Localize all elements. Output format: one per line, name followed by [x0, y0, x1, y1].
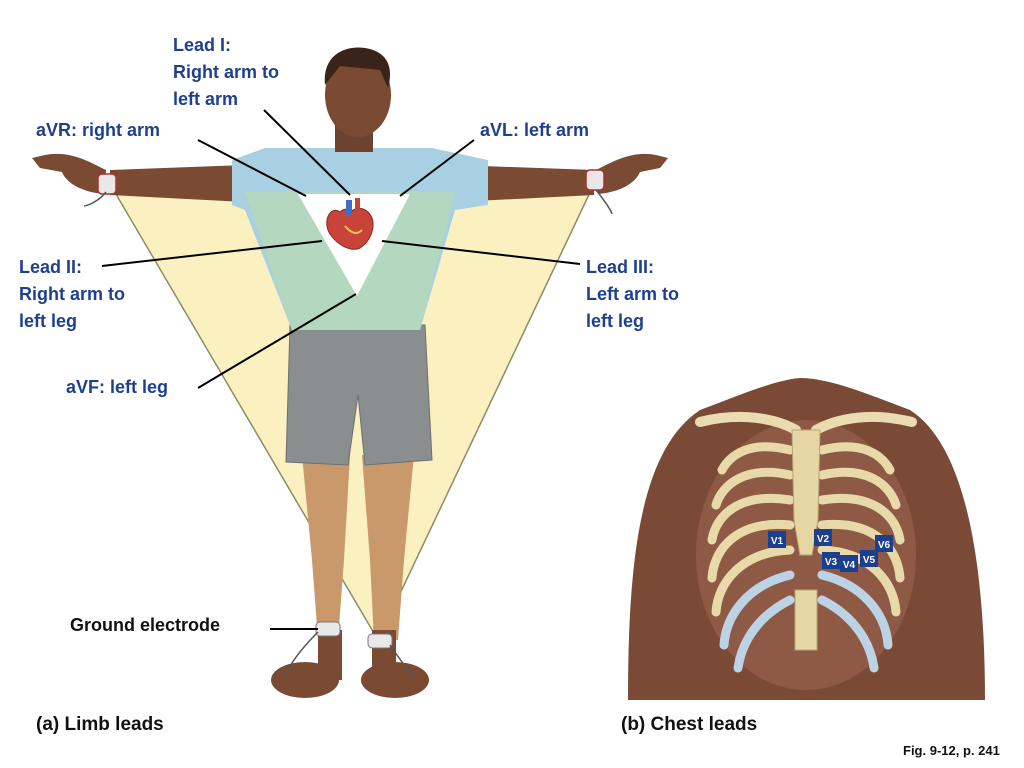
v3-label: V3: [825, 557, 838, 568]
left-wrist-electrode: [585, 169, 605, 191]
avr-label: aVR: right arm: [36, 120, 161, 140]
avl-leader: [399, 139, 475, 197]
lead3-line1: Lead III:: [586, 257, 655, 277]
v1-label: V1: [771, 536, 784, 547]
chest-electrode-v2: V2: [814, 529, 832, 546]
lead1-line3: left arm: [173, 89, 239, 109]
v6-label: V6: [878, 540, 891, 551]
chest-electrode-v5: V5: [860, 550, 878, 567]
chest-electrode-v6: V6: [875, 535, 893, 552]
left-ankle-electrode: [367, 633, 393, 649]
heart-icon: [326, 198, 374, 250]
lead1-label: Lead I: Right arm to left arm: [173, 32, 279, 113]
avf-label: aVF: left leg: [66, 377, 169, 397]
chest-leads-figure: V1 V2 V3 V4 V5 V6: [628, 378, 985, 700]
ribs: [707, 442, 905, 673]
lead3-leader: [381, 240, 581, 265]
v4-label: V4: [843, 560, 856, 571]
lead3-label: Lead III: Left arm to left leg: [586, 254, 679, 335]
sternum: [791, 429, 821, 556]
figure-reference: Fig. 9-12, p. 241: [903, 743, 1000, 758]
lead1-line2: Right arm to: [173, 62, 279, 82]
chest-electrode-v4: V4: [840, 555, 858, 572]
right-wrist-electrode: [97, 173, 117, 195]
v2-label: V2: [817, 534, 830, 545]
clavicle-right: [811, 411, 917, 435]
lead3-line2: Left arm to: [586, 284, 680, 304]
lead2-line1: Lead II:: [19, 257, 83, 277]
ground-ankle-electrode: [315, 621, 341, 637]
lead2-line2: Right arm to: [19, 284, 125, 304]
caption-chest-leads: (b) Chest leads: [621, 714, 758, 735]
left-arm-figure: [455, 165, 594, 202]
lead3-line3: left leg: [586, 311, 645, 331]
head: [325, 53, 391, 137]
shorts: [285, 324, 433, 466]
avf-leader: [197, 293, 357, 389]
chest-electrode-v3: V3: [822, 552, 840, 569]
avl-label: aVL: left arm: [480, 120, 590, 140]
v5-label: V5: [863, 555, 876, 566]
lead2-label: Lead II: Right arm to left leg: [19, 254, 125, 335]
avr-leader: [197, 139, 307, 197]
right-arm-figure: [110, 165, 245, 202]
right-hand: [32, 153, 106, 194]
caption-limb-leads: (a) Limb leads: [36, 714, 164, 735]
chest-electrode-v1: V1: [768, 531, 786, 548]
left-leg-figure: [302, 455, 350, 640]
ground-electrode-label: Ground electrode: [70, 615, 221, 635]
limb-leads-figure: [32, 47, 668, 698]
spine: [794, 589, 818, 651]
clavicle-left: [695, 411, 801, 435]
right-leg-figure: [362, 455, 414, 640]
lead2-line3: left leg: [19, 311, 78, 331]
lead1-line1: Lead I:: [173, 35, 232, 55]
lead2-leader: [101, 240, 323, 267]
hair: [324, 47, 391, 88]
lead1-leader: [263, 109, 351, 196]
left-hand: [596, 153, 668, 194]
